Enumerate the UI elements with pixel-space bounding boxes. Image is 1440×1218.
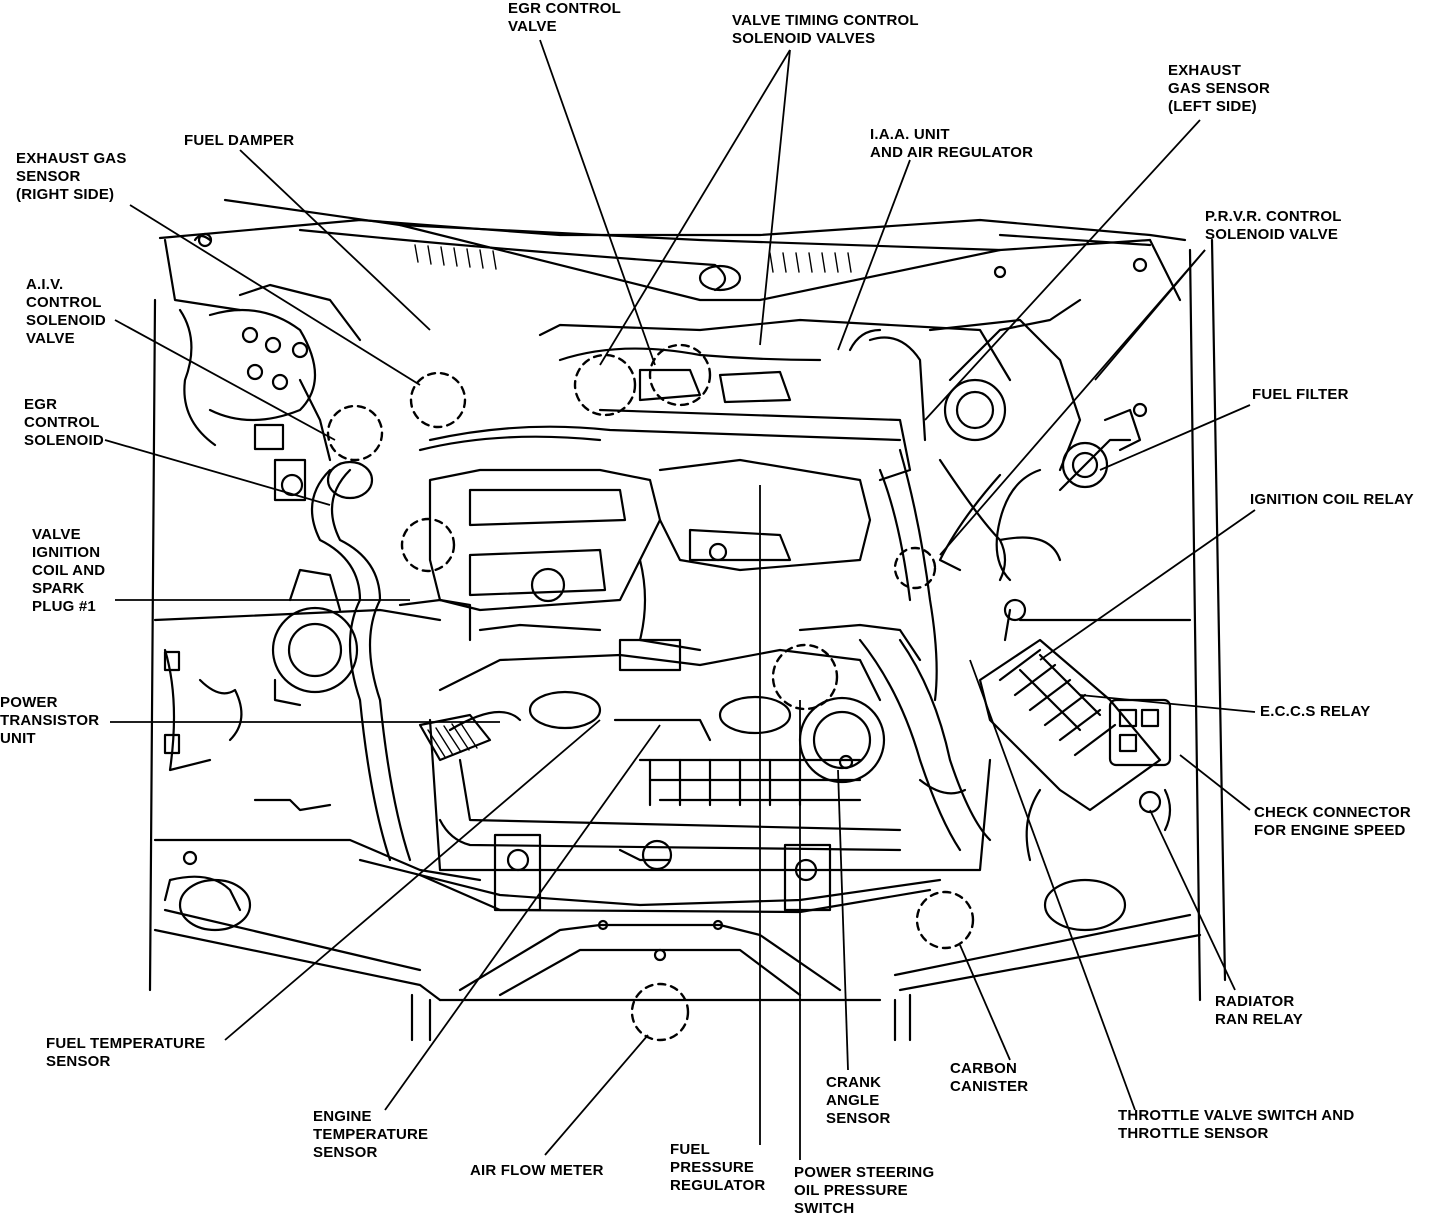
- label-fuel-filter: FUEL FILTER: [1252, 386, 1349, 403]
- label-throttle-valve-switch: THROTTLE VALVE SWITCH AND THROTTLE SENSO…: [1118, 1107, 1355, 1142]
- label-prvr-control-solenoid: P.R.V.R. CONTROL SOLENOID VALVE: [1205, 208, 1342, 243]
- leader-lines: [104, 39, 1256, 1160]
- engine-bay-drawing: [148, 198, 1227, 1042]
- label-carbon-canister: CARBON CANISTER: [950, 1060, 1029, 1095]
- label-engine-temperature-sensor: ENGINE TEMPERATURE SENSOR: [313, 1108, 429, 1161]
- label-iaa-unit: I.A.A. UNIT AND AIR REGULATOR: [870, 126, 1034, 161]
- label-exhaust-gas-sensor-left: EXHAUST GAS SENSOR (LEFT SIDE): [1168, 62, 1271, 115]
- label-fuel-pressure-regulator: FUEL PRESSURE REGULATOR: [670, 1141, 766, 1194]
- label-aiv-control-solenoid: A.I.V. CONTROL SOLENOID VALVE: [26, 276, 106, 347]
- label-egr-control-valve: EGR CONTROL VALVE: [508, 0, 622, 35]
- label-valve-timing-control: VALVE TIMING CONTROL SOLENOID VALVES: [732, 12, 919, 47]
- label-fuel-temperature-sensor: FUEL TEMPERATURE SENSOR: [46, 1035, 206, 1070]
- label-fuel-damper: FUEL DAMPER: [184, 132, 295, 149]
- label-air-flow-meter: AIR FLOW METER: [470, 1162, 604, 1179]
- label-valve-ignition-coil: VALVE IGNITION COIL AND SPARK PLUG #1: [32, 526, 106, 615]
- label-power-steering-switch: POWER STEERING OIL PRESSURE SWITCH: [794, 1164, 935, 1217]
- label-ignition-coil-relay: IGNITION COIL RELAY: [1250, 491, 1414, 508]
- label-eccs-relay: E.C.C.S RELAY: [1260, 703, 1371, 720]
- label-exhaust-gas-sensor-right: EXHAUST GAS SENSOR (RIGHT SIDE): [16, 150, 127, 203]
- label-power-transistor-unit: POWER TRANSISTOR UNIT: [0, 694, 100, 747]
- label-radiator-fan-relay: RADIATOR RAN RELAY: [1215, 993, 1303, 1028]
- label-egr-control-solenoid: EGR CONTROL SOLENOID: [24, 396, 104, 449]
- label-crank-angle-sensor: CRANK ANGLE SENSOR: [826, 1074, 891, 1127]
- label-check-connector: CHECK CONNECTOR FOR ENGINE SPEED: [1254, 804, 1411, 839]
